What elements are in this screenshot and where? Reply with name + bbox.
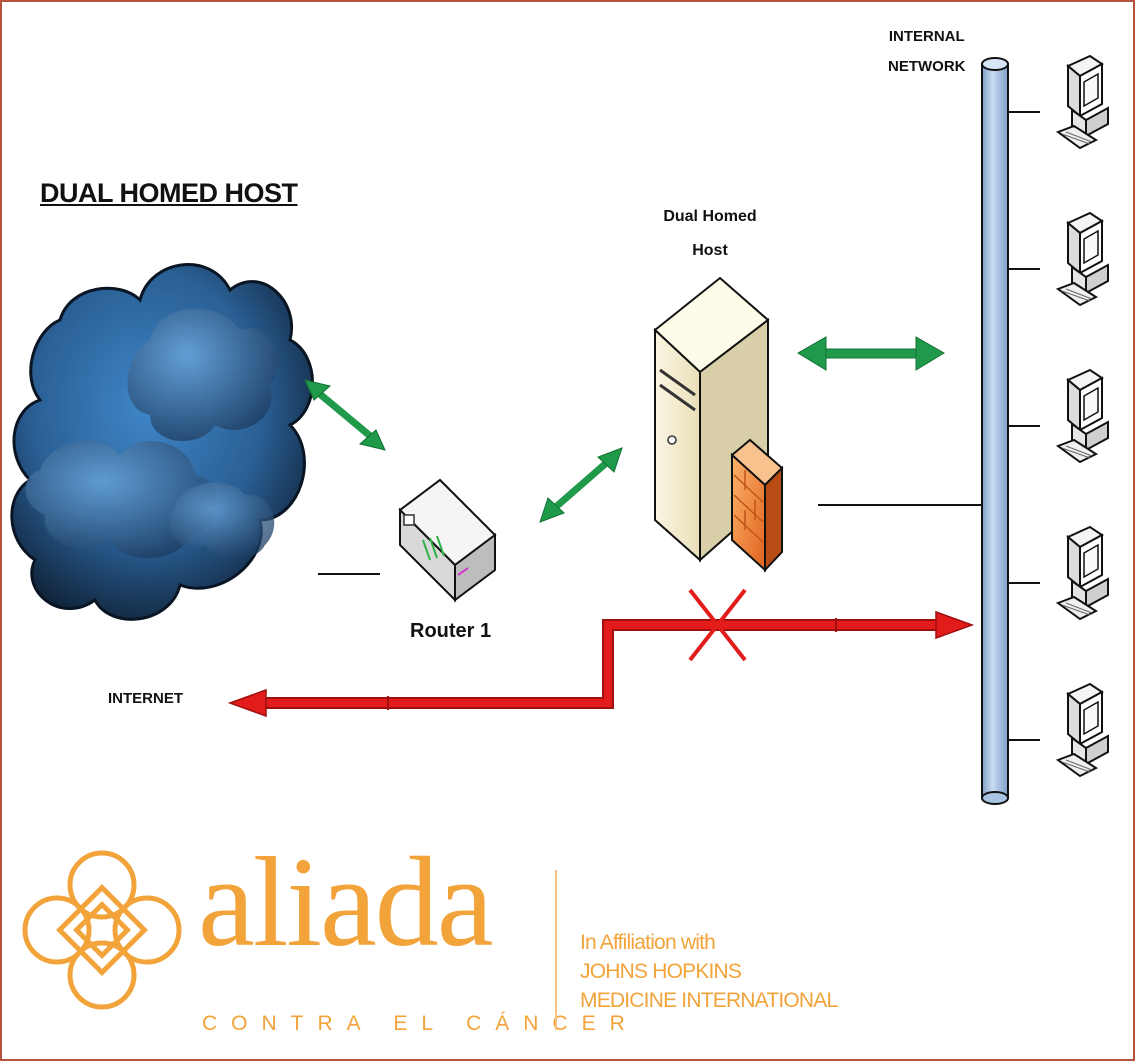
aliada-logo-icon	[22, 850, 182, 1010]
network-bus	[981, 57, 1009, 805]
affiliation-line-1: In Affiliation with	[580, 931, 716, 954]
server-icon	[653, 276, 770, 563]
internal-network-line2: NETWORK	[888, 58, 966, 75]
computer-icon	[1055, 682, 1109, 778]
router-label: Router 1	[410, 620, 492, 642]
brand-name: aliada	[198, 831, 494, 973]
affiliation-text: In Affiliation with JOHNS HOPKINS MEDICI…	[580, 928, 838, 1015]
affiliation-line-2: JOHNS HOPKINS	[580, 960, 742, 983]
computer-icon	[1055, 54, 1109, 150]
internet-label: INTERNET	[108, 690, 183, 707]
internet-cloud-icon	[10, 263, 314, 621]
internal-network-line1: INTERNAL	[888, 28, 965, 45]
router-icon	[398, 478, 497, 603]
host-label-line2: Host	[692, 242, 728, 259]
diagram-title: DUAL HOMED HOST	[40, 178, 298, 208]
blocked-x-icon	[688, 588, 747, 662]
affiliation-line-3: MEDICINE INTERNATIONAL	[580, 989, 838, 1012]
arrow-cloud-router	[304, 379, 386, 451]
arrow-server-network	[797, 336, 945, 371]
brand-divider	[555, 870, 557, 1030]
computer-icon	[1055, 211, 1109, 307]
internal-network-label: INTERNAL NETWORK	[888, 22, 966, 82]
computer-icon	[1055, 368, 1109, 464]
arrow-router-server	[539, 447, 623, 523]
blocked-path-arrow	[227, 610, 975, 718]
firewall-icon	[730, 438, 784, 573]
computer-icon	[1055, 525, 1109, 621]
dual-homed-host-label: Dual Homed Host	[640, 200, 780, 268]
host-label-line1: Dual Homed	[663, 208, 757, 225]
brand-tagline: CONTRA EL CÁNCER	[202, 1012, 639, 1035]
